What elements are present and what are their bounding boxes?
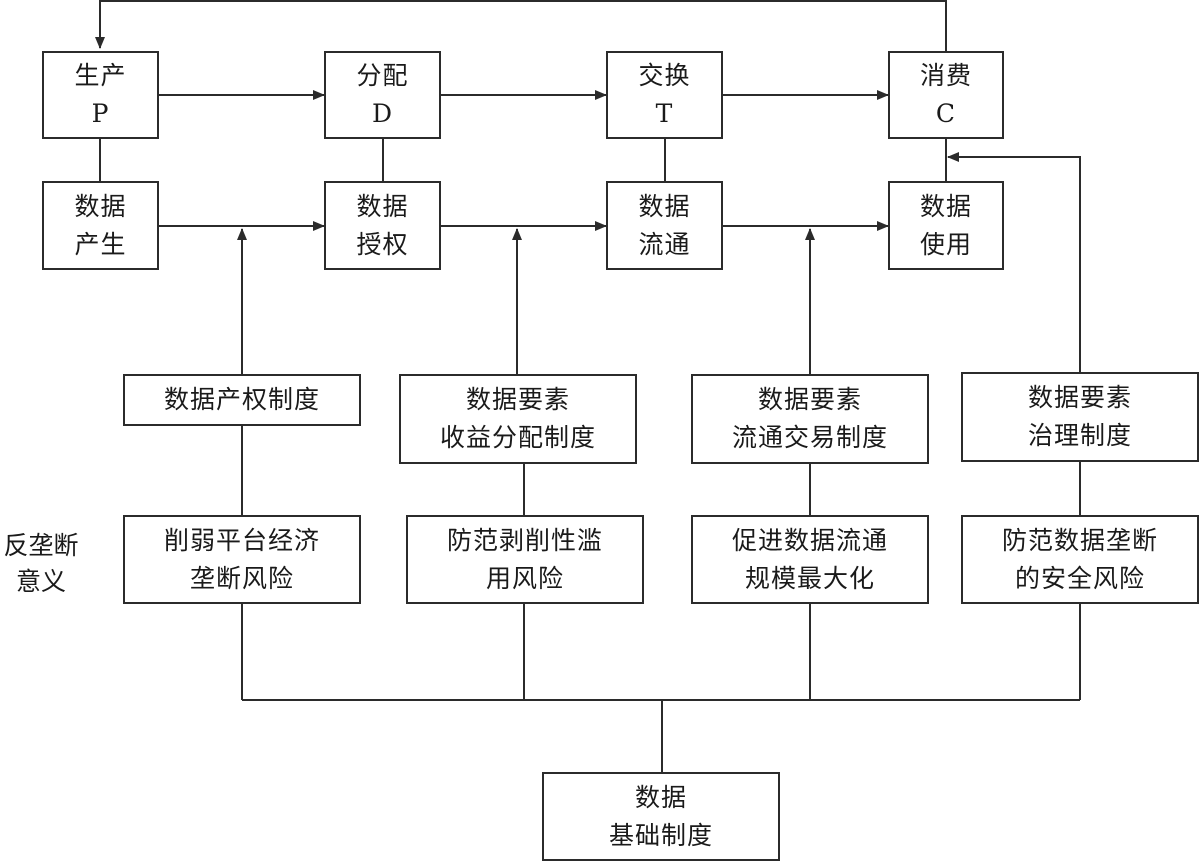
- system-circulation-trading: 数据要素 流通交易制度: [691, 374, 929, 464]
- antimonopoly-significance-label: 反垄断 意义: [3, 531, 79, 596]
- system-income-distribution: 数据要素 收益分配制度: [399, 374, 637, 464]
- significance-prevent-exploitative-abuse: 防范剥削性滥 用风险: [406, 515, 644, 604]
- data-stage-use: 数据 使用: [888, 181, 1004, 270]
- significance-weaken-platform-monopoly: 削弱平台经济 垄断风险: [123, 515, 361, 604]
- data-stage-circulation: 数据 流通: [606, 181, 723, 270]
- arrow-governance-up: [947, 152, 1081, 372]
- system-governance: 数据要素 治理制度: [961, 372, 1199, 462]
- significance-prevent-security-risk: 防范数据垄断 的安全风险: [961, 515, 1199, 604]
- stage-exchange: 交换 T: [606, 51, 723, 139]
- stage-consumption: 消费 C: [888, 51, 1004, 139]
- stage-production: 生产 P: [42, 51, 159, 139]
- significance-maximize-circulation: 促进数据流通 规模最大化: [691, 515, 929, 604]
- feedback-arrow-consumption-to-production: [95, 0, 947, 58]
- foundation-data-basic-system: 数据 基础制度: [542, 772, 780, 861]
- system-data-property-rights: 数据产权制度: [123, 374, 361, 426]
- data-stage-authorization: 数据 授权: [324, 181, 441, 270]
- data-stage-generation: 数据 产生: [42, 181, 159, 270]
- stage-distribution: 分配 D: [324, 51, 441, 139]
